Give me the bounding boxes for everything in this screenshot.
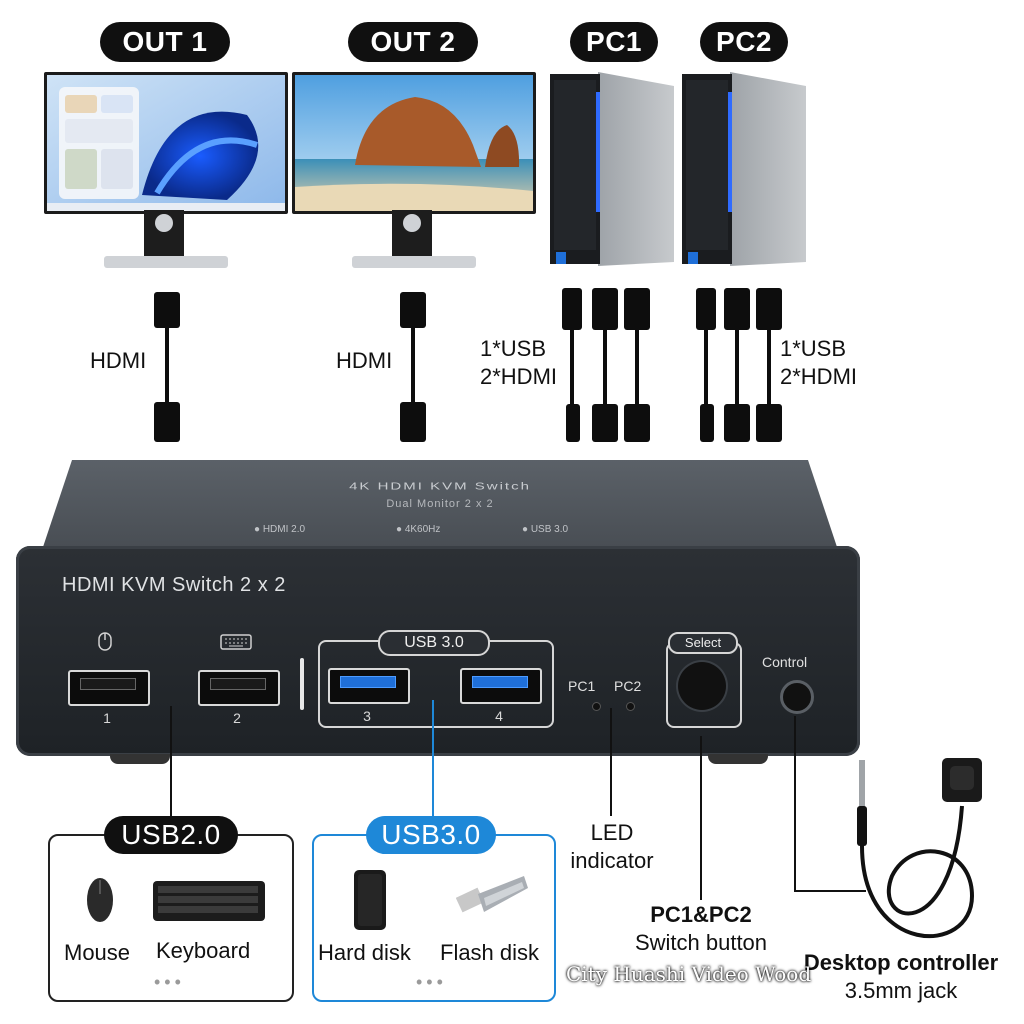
- keyboard-icon: [220, 634, 252, 650]
- pc2-cable-line1: 1*USB: [780, 336, 847, 361]
- switch-callout-line1: PC1&PC2: [650, 902, 752, 927]
- usb2-title: USB2.0: [104, 816, 238, 854]
- pc1-cable-line2: 2*HDMI: [480, 364, 558, 389]
- hdmi-label-right: HDMI: [336, 348, 393, 373]
- led-callout-line1: LED: [590, 820, 634, 845]
- divider: [300, 658, 304, 710]
- pc2-cable-line2: 2*HDMI: [780, 364, 858, 389]
- desktop-controller-image: [857, 758, 982, 939]
- select-button[interactable]: [678, 662, 726, 710]
- hard-disk-image: [354, 870, 386, 930]
- control-label: Control: [762, 654, 808, 670]
- out1-title: OUT 1: [100, 22, 230, 62]
- landscape-wallpaper-image: [295, 75, 533, 211]
- feature-usb3: ● USB 3.0: [522, 524, 569, 535]
- usb3-title: USB3.0: [366, 816, 496, 854]
- port-number-4: 4: [495, 708, 503, 724]
- usb2-port-1[interactable]: [68, 670, 150, 706]
- kvm-device-front: HDMI KVM Switch 2 x 2 1 2 USB 3.0 3 4 PC…: [16, 546, 860, 756]
- keyboard-image: [153, 881, 265, 921]
- led-pc2: [626, 702, 635, 711]
- control-jack[interactable]: [780, 680, 814, 714]
- port-number-3: 3: [363, 708, 371, 724]
- led-label-pc2: PC2: [614, 678, 642, 694]
- led-callout-line2: indicator: [570, 848, 654, 873]
- feature-hdmi: ● HDMI 2.0: [254, 524, 306, 535]
- out2-title: OUT 2: [348, 22, 478, 62]
- desktop-callout-line1: Desktop controller: [803, 950, 999, 975]
- usb3-port-3[interactable]: [328, 668, 410, 704]
- pc2-title: PC2: [700, 22, 788, 62]
- mouse-icon: [98, 632, 112, 651]
- hdmi-label-left: HDMI: [90, 348, 147, 373]
- select-label: Select: [668, 632, 738, 654]
- pc1-cable-line1: 1*USB: [480, 336, 547, 361]
- usb3-group-label: USB 3.0: [378, 630, 490, 656]
- usb3-port-4[interactable]: [460, 668, 542, 704]
- device-front-title: HDMI KVM Switch 2 x 2: [62, 574, 286, 596]
- port-number-2: 2: [233, 710, 241, 726]
- led-label-pc1: PC1: [568, 678, 596, 694]
- mouse-image: [87, 878, 113, 922]
- port-number-1: 1: [103, 710, 111, 726]
- usb2-more-dots: •••: [154, 972, 185, 992]
- device-top-subtitle: Dual Monitor 2 x 2: [386, 498, 494, 510]
- device-top-title: 4K HDMI KVM Switch: [349, 480, 531, 493]
- mouse-label: Mouse: [64, 940, 131, 965]
- usb2-port-2[interactable]: [198, 670, 280, 706]
- switch-callout-line2: Switch button: [634, 930, 768, 955]
- keyboard-label: Keyboard: [156, 938, 251, 963]
- flash-disk-image: [456, 876, 528, 913]
- pc1-title: PC1: [570, 22, 658, 62]
- pc1-tower-image: [550, 72, 674, 266]
- device-top-panel: [40, 460, 840, 556]
- led-pc1: [592, 702, 601, 711]
- feature-4k: ● 4K60Hz: [396, 524, 441, 535]
- windows-wallpaper-image: [47, 75, 285, 211]
- watermark-text: City Huashi Video Wood: [566, 962, 812, 986]
- hard-disk-label: Hard disk: [318, 940, 411, 965]
- flash-disk-label: Flash disk: [440, 940, 540, 965]
- usb3-more-dots: •••: [416, 972, 447, 992]
- pc2-tower-image: [682, 72, 806, 266]
- desktop-callout-line2: 3.5mm jack: [844, 978, 958, 1003]
